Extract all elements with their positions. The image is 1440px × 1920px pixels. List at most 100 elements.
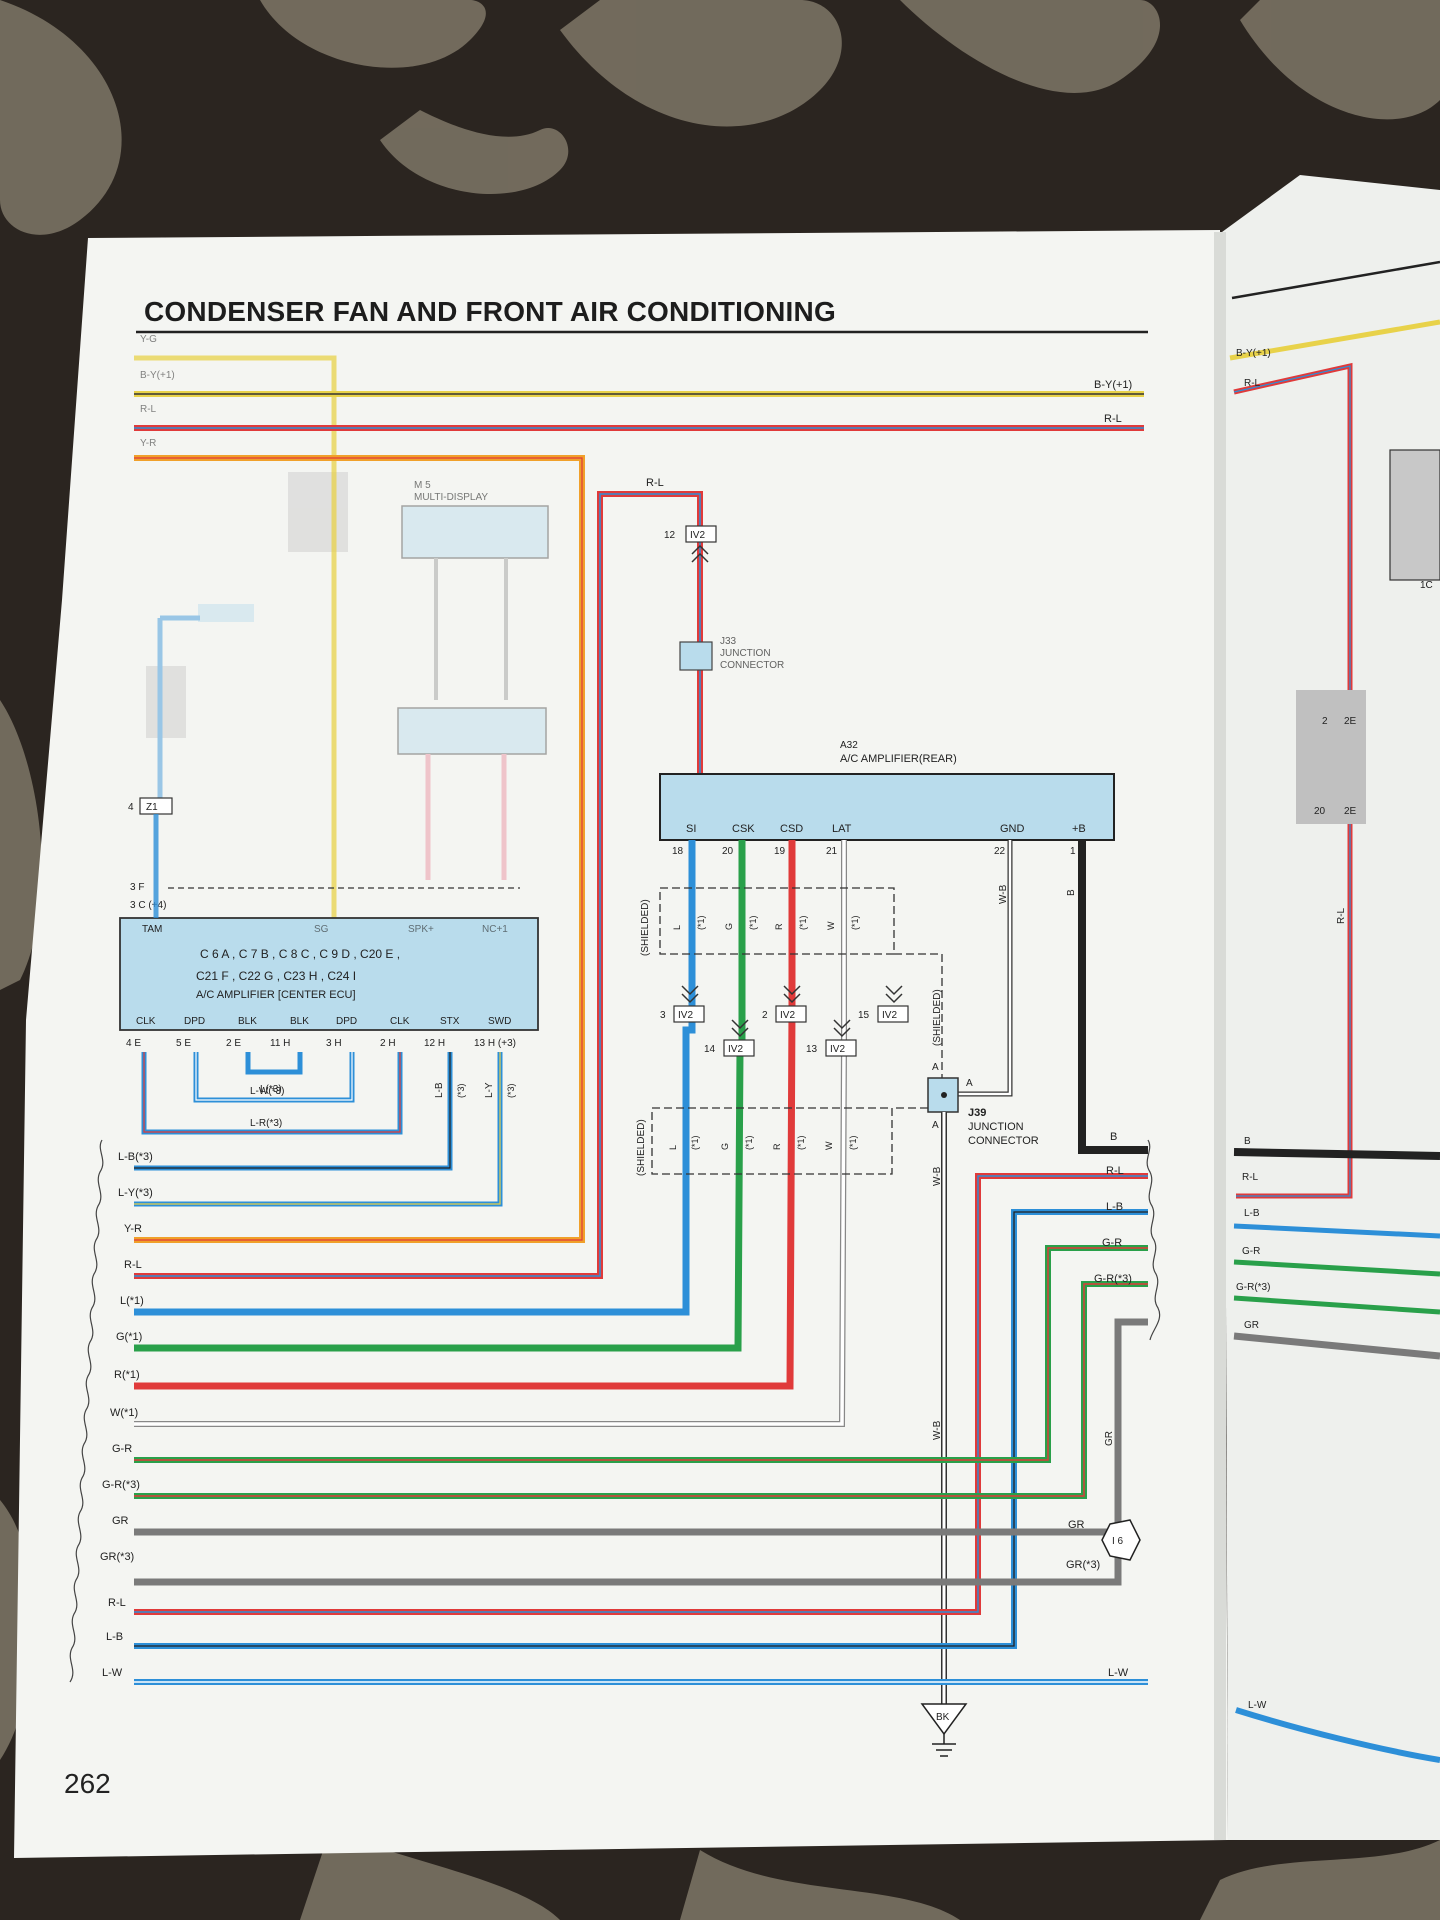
connector-iv2-top [685,525,717,543]
ecu-bottom-pin: CLK [390,1016,410,1027]
wire-l-b-right-stripe [134,1211,1148,1647]
ecu-bottom-pin: BLK [290,1016,309,1027]
next-page-label: G-R(*3) [1236,1282,1270,1293]
bus-left-label: R-L [124,1259,142,1271]
bus-right-label: L-W [1108,1667,1129,1679]
splice-gr-top: GR [1068,1519,1085,1531]
faded-wire-blue [157,615,200,800]
wire-b-plus [1078,840,1148,1154]
wire-r-csd [134,840,796,1390]
wire-r-l-right-stripe [134,1175,1148,1613]
junction-j39-node [941,1092,947,1098]
page-number: 262 [64,1768,111,1799]
junction-j39 [927,1077,959,1113]
connector-iv2-pin: 14 [704,1044,716,1055]
wire-label-l-y-v: L-Y [484,1082,495,1098]
a32-pin-number: 19 [774,846,786,857]
bus-break-left [69,1139,104,1683]
ecu-bottom-pin: STX [440,1016,460,1027]
splice-gr-bot: GR(*3) [1066,1559,1100,1571]
next-page-label: L-W [1248,1700,1267,1711]
next-page-label: R-L [1244,378,1261,389]
next-wire-b [1233,1148,1440,1160]
ecu-pin-code: 4 E [126,1038,141,1049]
top-bus-right-label: R-L [1104,413,1122,425]
wire-w-b-gnd-core [944,840,1012,1096]
ecu-connectors-line1: C 6 A , C 7 B , C 8 C , C 9 D , C20 E , [200,947,400,961]
a32-pin-number: 21 [826,846,838,857]
a32-amplifier-rear [659,773,1115,841]
wire-w-lat-core [134,840,846,1426]
multi-display-box [401,505,549,559]
ecu-top-pin: TAM [142,924,162,935]
shielded-box-upper [659,887,895,955]
top-bus-right-label: B-Y(+1) [1094,379,1132,391]
wire-y-r-top-stripe [134,457,583,1241]
bus-left-label: L-B(*3) [118,1151,153,1163]
next-page-label: B-Y(+1) [1236,348,1271,359]
a32-name: A/C AMPLIFIER(REAR) [840,753,957,765]
next-page-diagram [1229,260,1440,1763]
shielded-label: (SHIELDED) [640,899,651,956]
bus-left-label: G-R [112,1443,132,1455]
splice-i6 [1101,1519,1141,1561]
j33-line1: JUNCTION [720,648,771,659]
junction-j33 [679,641,713,671]
next-page-label: L-B [1244,1208,1260,1219]
a32-pin-number: 20 [722,846,734,857]
next-page-pin: 2E [1344,806,1357,817]
bus-left-label: GR [112,1515,129,1527]
connector-iv2 [877,1005,909,1023]
connector-arrow [885,985,903,1004]
bus-left-label: L(*1) [120,1295,144,1307]
shielded-label: (SHIELDED) [636,1119,647,1176]
next-title-line [1231,260,1440,300]
bus-left-label: R(*1) [114,1369,140,1381]
connector-iv2 [723,1039,755,1057]
ecu-pin-code: 3 H [326,1038,342,1049]
wire-label-l-b-v: L-B [434,1082,445,1098]
top-bus-faded-label: R-L [140,404,157,415]
j39-ref: J39 [968,1107,986,1119]
next-page-pin: 2 [1322,716,1328,727]
next-wire-b-y [1229,319,1440,361]
a32-pin-number: 1 [1070,846,1076,857]
wire-label-l-w-plus3: L-W(*3) [250,1086,284,1097]
shield-wire-label: (*1) [690,1135,700,1150]
ecu-pin-code: 5 E [176,1038,191,1049]
ecu-bottom-pin: CLK [136,1016,156,1027]
wire-label-w-b: W-B [932,1166,943,1186]
wire-label-l-plus3: L(*3) [260,1084,282,1095]
ecu-pin-code: 13 H (+3) [474,1038,516,1049]
next-page-label: R-L [1336,907,1347,924]
faded-sensor-box [288,472,348,552]
ecu-top-pin: SPK+ [408,924,434,935]
wire-g-r-right-stripe [134,1247,1148,1461]
bus-left-label: G(*1) [116,1331,142,1343]
connector-iv2-name: IV2 [728,1044,743,1055]
connector-arrow [783,985,801,1004]
faded-wire-pink [425,754,507,880]
faded-connector [198,604,254,622]
faded-sensor-box-2 [146,666,186,738]
faded-left-diagram [146,472,549,880]
page-gutter [1214,232,1226,1840]
next-wire-g-r3 [1233,1295,1440,1315]
ecu-pin-code: 12 H [424,1038,445,1049]
bus-left-label: R-L [108,1597,126,1609]
a32-pin-number: 22 [994,846,1006,857]
connector-iv2-name: IV2 [882,1010,897,1021]
shield-drain-wire [892,953,943,1109]
bus-break-right [1146,1139,1161,1341]
next-wire-l-b [1233,1223,1440,1239]
connector-arrow [681,985,699,1004]
wire-label-b-right: B [1110,1131,1117,1143]
ecu-bottom-pin: SWD [488,1016,511,1027]
connector-arrow [833,1019,851,1038]
bus-left-label: L-B [106,1631,123,1643]
shield-wire-label: (*1) [696,915,706,930]
j39-pin: A [932,1120,939,1131]
wire-label-plus3: (*3) [506,1083,516,1098]
top-bus [134,355,1144,1243]
ecu-connectors-line2: C21 F , C22 G , C23 H , C24 I [196,969,356,983]
